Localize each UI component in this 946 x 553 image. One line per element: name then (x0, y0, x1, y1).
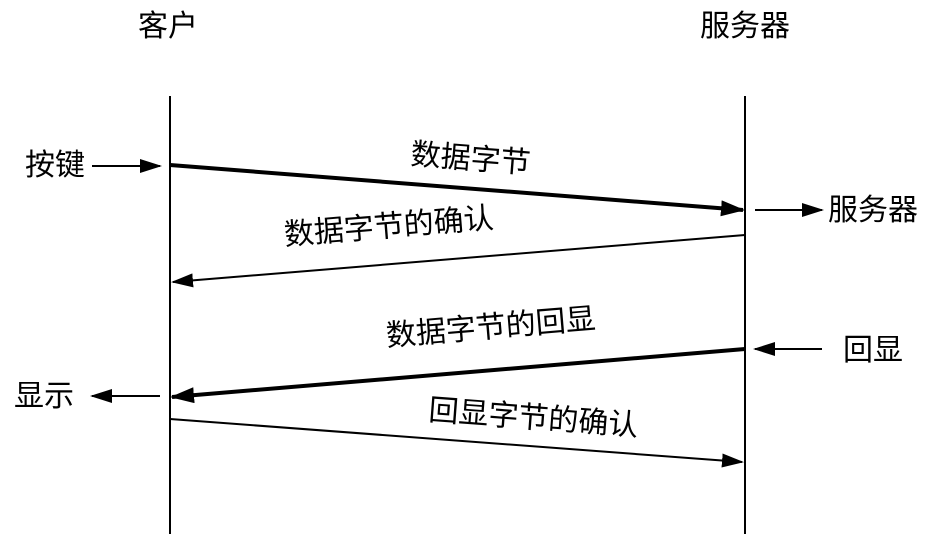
data-echo-label: 数据字节的回显 (385, 302, 597, 354)
echo-ack-label: 回显字节的确认 (427, 393, 639, 444)
server-out-label: 服务器 (828, 193, 918, 228)
display-label: 显示 (14, 379, 74, 414)
keystroke-label: 按键 (25, 148, 85, 183)
data-ack-label: 数据字节的确认 (283, 201, 495, 253)
data-echo-arrow (170, 347, 746, 404)
echo-ack-arrow (169, 418, 744, 468)
data-ack-arrow (171, 234, 746, 288)
data-bytes-label: 数据字节 (409, 137, 531, 181)
echo-in-label: 回显 (843, 333, 903, 368)
server-header: 服务器 (700, 9, 790, 44)
client-header: 客户 (138, 9, 198, 44)
data-bytes-arrow (169, 163, 745, 217)
